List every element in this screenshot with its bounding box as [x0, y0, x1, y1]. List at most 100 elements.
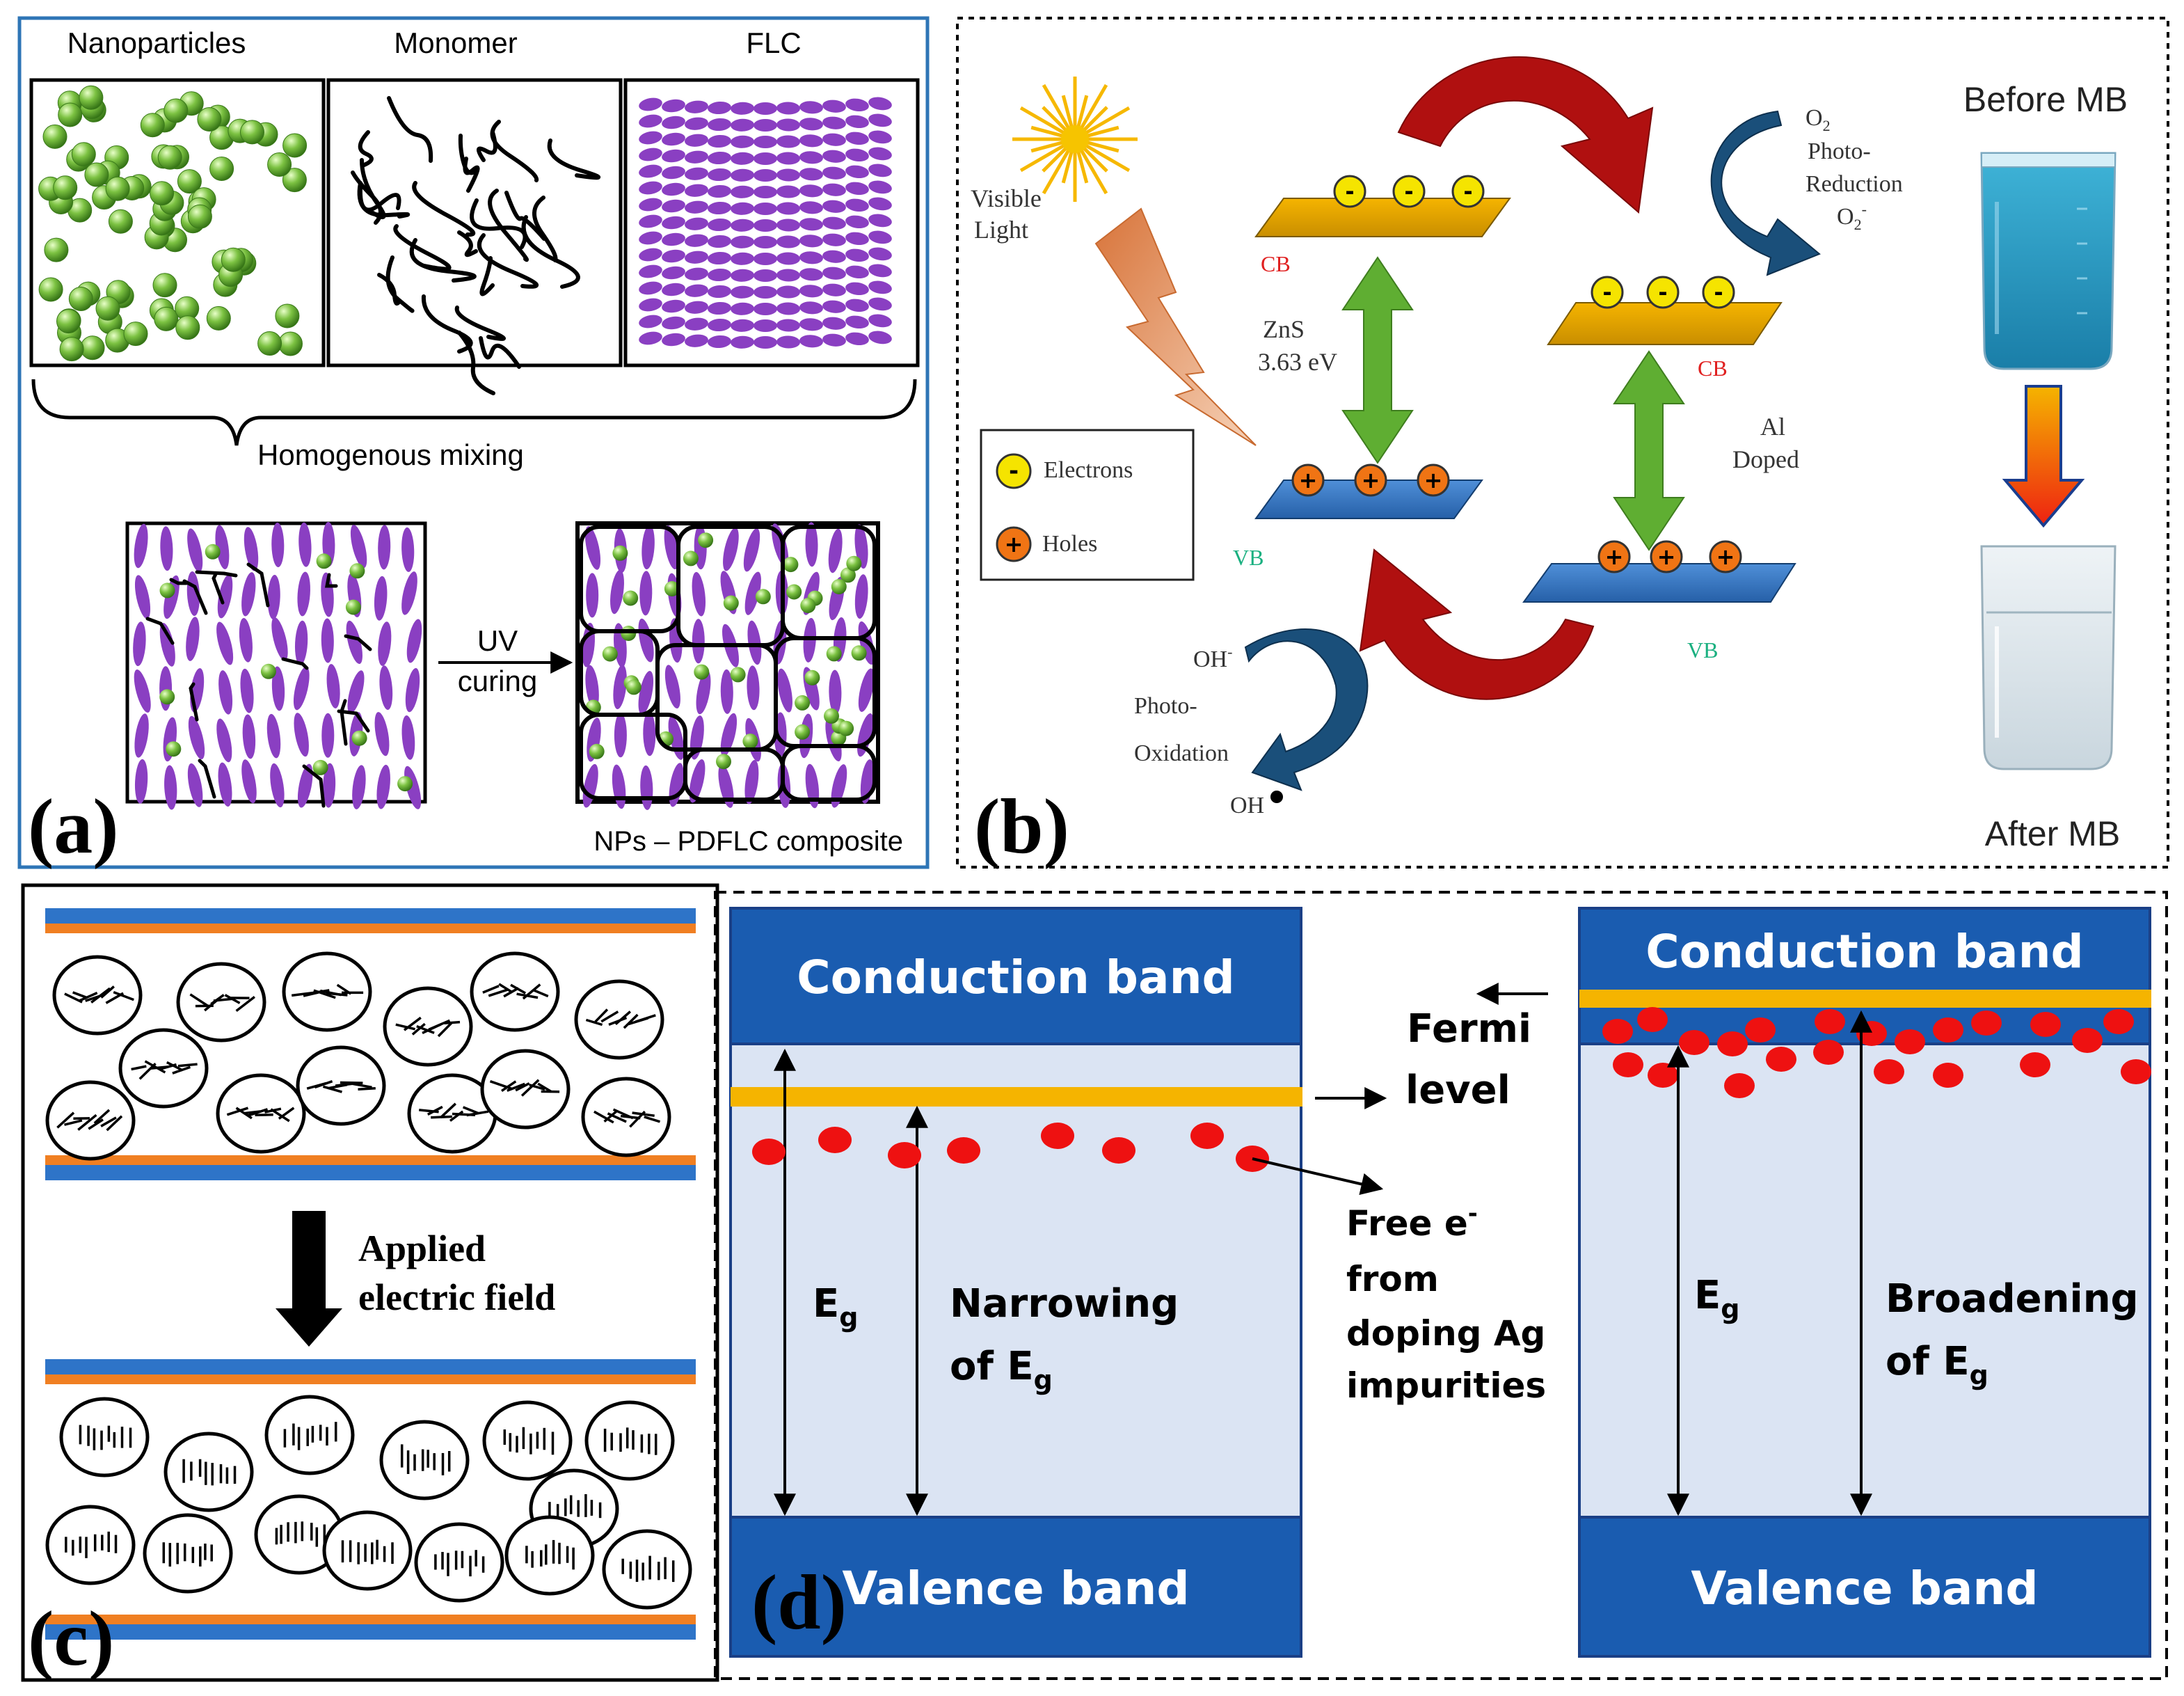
oh-radical-label: OH — [1230, 793, 1264, 818]
flc-molecule — [685, 100, 708, 113]
flc-molecule — [822, 267, 846, 280]
flc-molecule — [639, 315, 662, 328]
lc-molecule — [235, 996, 255, 1012]
electron-sign: - — [1404, 178, 1413, 205]
polymer-network-cell — [781, 744, 877, 802]
lc-molecule — [585, 1018, 603, 1027]
lc-molecule — [93, 1109, 111, 1125]
al-cb-plate — [1547, 302, 1783, 345]
panel-c-frame — [21, 883, 719, 1682]
flc-molecule — [754, 186, 777, 198]
flc-molecule — [405, 667, 420, 713]
flc-molecule — [776, 118, 800, 132]
charge-carriers: ------++++++ — [1291, 175, 1742, 573]
flc-molecule — [134, 713, 149, 758]
flc-molecule — [799, 218, 823, 231]
flc-molecule — [641, 525, 655, 570]
lc-molecule — [100, 1116, 117, 1127]
flc-molecule — [799, 184, 823, 198]
flc-molecule — [297, 763, 313, 808]
flc-molecule — [731, 269, 754, 282]
monomer-chain — [457, 331, 495, 395]
free-electron — [1745, 1017, 1776, 1043]
lc-molecule — [503, 987, 519, 998]
nanoparticle — [840, 567, 856, 583]
nanoparticle — [838, 720, 854, 736]
monomer-chain — [477, 130, 497, 162]
nanoparticle — [312, 759, 328, 775]
monomer-chain — [195, 570, 238, 578]
flc-molecule — [731, 285, 754, 299]
flc-molecule — [799, 335, 823, 348]
flc-molecule — [379, 665, 393, 710]
flc-molecule — [582, 763, 598, 808]
monomer-chain — [421, 294, 473, 354]
sun-ray — [1079, 149, 1108, 195]
free-electron — [1679, 1030, 1709, 1055]
sun-ray — [1085, 106, 1131, 135]
hole-sign: + — [1605, 544, 1624, 570]
flc-molecule — [799, 301, 823, 315]
monomer-chain — [246, 562, 270, 608]
panel-c-label: (c) — [28, 1596, 114, 1682]
red-curved-arrow-top — [1397, 56, 1654, 214]
left-valence-label: Valence band — [842, 1562, 1189, 1615]
left-conduction-label: Conduction band — [797, 951, 1235, 1004]
flc-molecule — [401, 715, 415, 760]
nanoparticle — [625, 679, 641, 695]
flc-molecule — [731, 135, 754, 148]
flc-molecule — [868, 97, 892, 111]
nanoparticle — [159, 689, 175, 705]
monomer-chain — [358, 130, 374, 168]
flc-molecule — [708, 268, 731, 282]
flc-molecule — [822, 116, 846, 129]
flc-molecule — [708, 201, 731, 215]
flc-molecule — [639, 298, 662, 312]
free-electron — [1717, 1031, 1748, 1056]
nanoparticle — [95, 296, 120, 321]
photo-oxidation-arrow — [1244, 628, 1369, 791]
monomer-chain — [182, 579, 208, 615]
sun-ray — [1019, 106, 1065, 135]
color-change-arrow — [2002, 385, 2085, 528]
flc-molecule — [613, 665, 627, 709]
flc-molecule — [845, 148, 869, 162]
lc-molecule — [462, 1106, 479, 1115]
monomer-chain — [302, 764, 326, 808]
lc-molecule — [501, 1080, 517, 1093]
sun-ray — [1082, 146, 1108, 173]
flc-molecule — [639, 148, 662, 161]
electron-sign: - — [1714, 279, 1723, 306]
after-mb-label: After MB — [1985, 814, 2120, 853]
lc-molecule — [466, 1110, 489, 1117]
free-electron — [1766, 1047, 1796, 1072]
flc-molecule — [708, 285, 731, 299]
flc-molecule — [829, 669, 842, 715]
nanoparticle — [851, 645, 867, 661]
nanoparticle — [282, 168, 307, 193]
sun-ray — [1042, 146, 1068, 173]
nanoparticle — [795, 724, 811, 740]
impurities-label: impurities — [1346, 1365, 1546, 1406]
monomer-chain — [488, 189, 529, 262]
nanoparticle — [683, 550, 699, 566]
flc-molecule — [685, 267, 708, 280]
flc-molecule — [297, 571, 310, 617]
flc-molecule — [639, 571, 653, 616]
nanoparticle — [44, 237, 69, 262]
lc-molecule — [72, 991, 88, 999]
flc-molecule — [805, 522, 818, 567]
monomer-chain — [145, 617, 175, 645]
sun-ray — [1079, 84, 1108, 129]
lc-molecule — [113, 990, 134, 1001]
flc-molecule — [186, 617, 200, 661]
free-electron-pointer — [1252, 1157, 1384, 1196]
lc-molecule — [322, 1085, 342, 1093]
panel-d-frame — [714, 891, 2168, 1680]
electron — [1392, 175, 1426, 208]
flc-molecule — [822, 333, 846, 347]
zns-cb-plate — [1254, 198, 1511, 237]
flc-molecule — [662, 199, 685, 213]
flc-molecules — [639, 97, 892, 349]
legend-holes-label: Holes — [1042, 531, 1097, 557]
